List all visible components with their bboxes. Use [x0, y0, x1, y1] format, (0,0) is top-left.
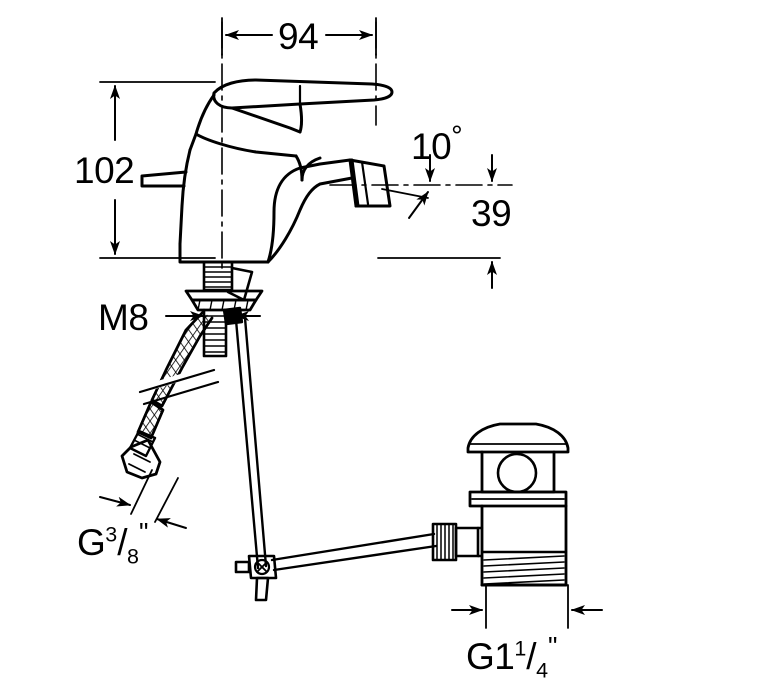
fraction-slash: / — [526, 636, 537, 677]
fraction-denominator: 8 — [127, 544, 139, 569]
mounting-washer-plate — [184, 289, 264, 312]
fraction-slash: / — [117, 522, 127, 563]
overflow-port — [496, 452, 538, 494]
dimension-label-10-degrees: 10° — [411, 122, 463, 167]
m8-stud — [202, 308, 228, 358]
clevis-screw-connector — [234, 554, 278, 602]
hose-hex-nut — [120, 438, 162, 480]
dimension-label-g38: G3/8" — [77, 519, 148, 567]
thread-prefix: G1 — [466, 636, 515, 677]
waste-upper-cylinder — [480, 450, 556, 494]
dimension-label-94: 94 — [278, 16, 319, 57]
fraction-denominator: 4 — [536, 658, 549, 683]
dimension-g114 — [451, 584, 603, 629]
hose-entry — [226, 266, 254, 302]
dimension-label-102: 102 — [74, 150, 135, 191]
dimension-label-m8: M8 — [98, 297, 149, 338]
threaded-shank — [202, 260, 234, 292]
pop-up-lift-knob — [140, 170, 188, 188]
horizontal-pivot-rod — [270, 532, 438, 572]
hose-break-lines — [136, 364, 216, 394]
dimension-39 — [377, 154, 501, 289]
thread-prefix: G — [77, 522, 106, 563]
waste-outlet-thread — [480, 550, 568, 587]
dimension-10-degrees — [381, 154, 435, 219]
lever-arm-underside — [188, 93, 303, 158]
pivot-retaining-nut — [431, 522, 458, 562]
waste-collar — [468, 490, 568, 508]
fraction-numerator: 1 — [514, 636, 527, 661]
fraction-numerator: 3 — [105, 522, 118, 547]
spout-aerator — [348, 158, 392, 208]
angle-value: 10 — [411, 126, 452, 167]
hose-break-marks — [138, 368, 220, 406]
degree-symbol: ° — [451, 120, 463, 153]
dimension-102 — [99, 81, 216, 259]
waste-top-flange — [466, 422, 570, 454]
pivot-connector-body — [454, 526, 480, 558]
inch-symbol: " — [548, 631, 557, 662]
hose-ferrule — [128, 429, 157, 458]
swivel-spout — [266, 156, 360, 264]
vertical-lift-rod — [234, 316, 268, 570]
dimension-label-g114: G11/4" — [466, 633, 557, 681]
dimension-label-39: 39 — [471, 193, 512, 234]
dimension-94 — [221, 17, 377, 56]
single-lever-handle — [212, 78, 394, 110]
pop-up-waste-body — [476, 504, 568, 587]
mixer-body — [178, 148, 304, 264]
inch-symbol: " — [138, 517, 148, 548]
